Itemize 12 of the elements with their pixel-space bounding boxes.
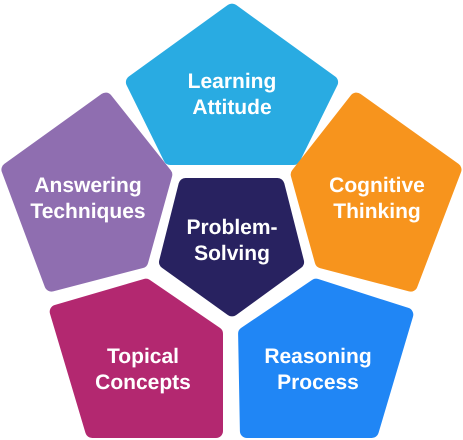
pentagon-panel: [48, 278, 223, 438]
node-label: Problem-Solving: [186, 215, 278, 267]
node-label: Answering Techniques: [30, 173, 146, 225]
node-label: Reasoning Process: [264, 344, 372, 396]
pentagon-panel: [158, 178, 305, 318]
pentagon-panel: [238, 278, 415, 438]
node-label: Cognitive Thinking: [329, 173, 425, 225]
pentagon-panel: [124, 2, 340, 165]
node-label: Learning Attitude: [188, 69, 276, 121]
pentagon-panel: [0, 90, 173, 293]
node-label: Topical Concepts: [95, 344, 191, 396]
pentagon-panel: [290, 90, 463, 293]
